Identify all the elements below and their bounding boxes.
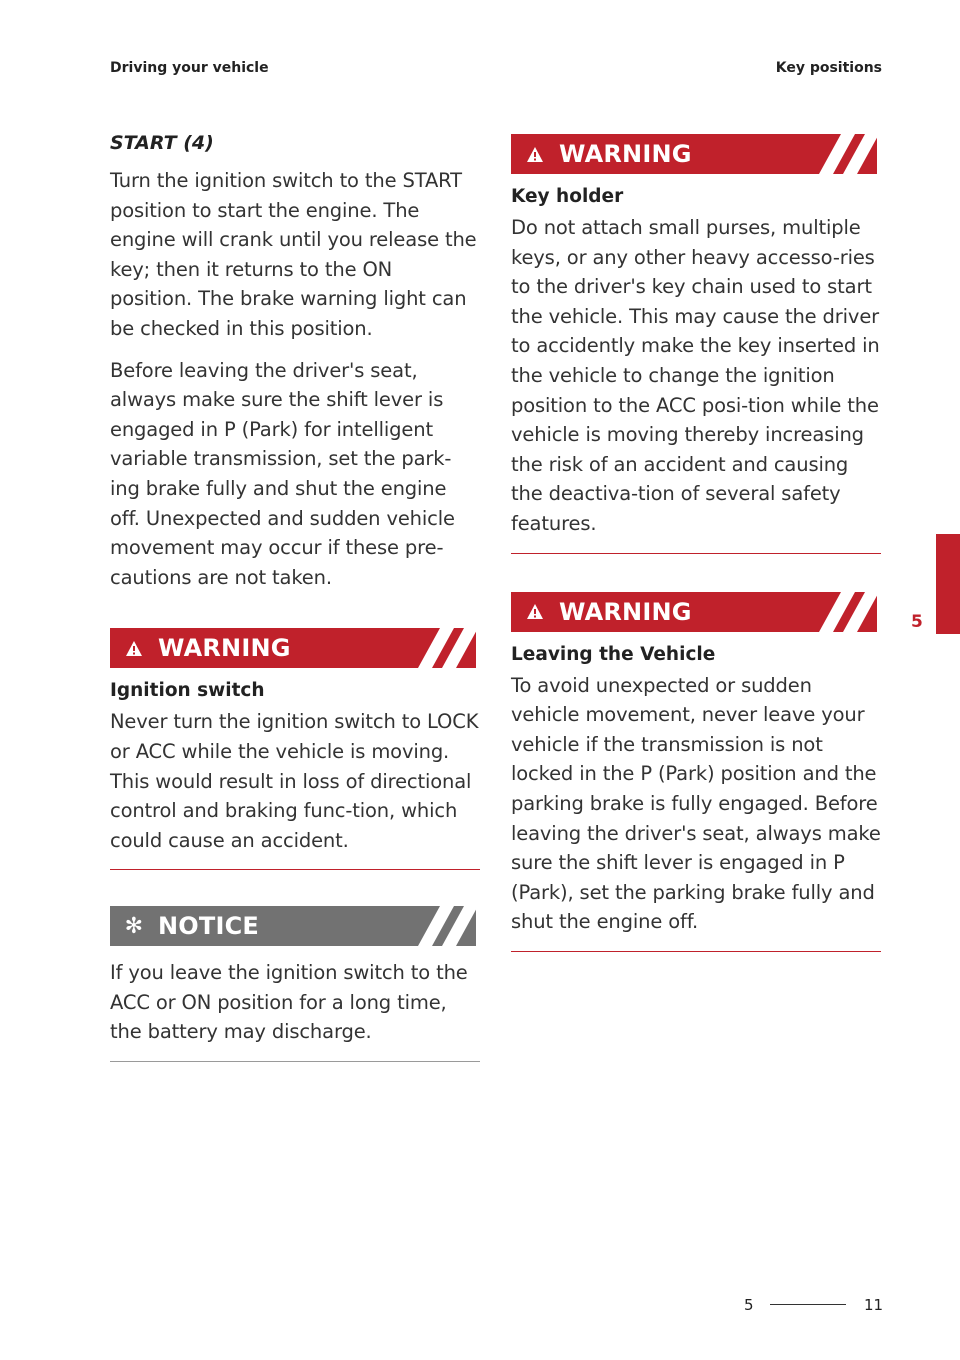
asterisk-icon: ✻	[124, 913, 144, 939]
banner-stripes-icon	[418, 628, 480, 669]
warning-banner: WARNING	[110, 628, 480, 669]
chapter-tab-number: 5	[911, 612, 923, 632]
warning-banner: WARNING	[511, 134, 881, 174]
warning-triangle-icon	[521, 146, 549, 163]
banner-stripes-icon	[819, 134, 881, 174]
warning-label: WARNING	[158, 634, 291, 663]
warning-text: Never turn the ignition switch to LOCK o…	[110, 710, 479, 852]
warning-heading: Leaving the Vehicle	[511, 643, 716, 665]
warning-label: WARNING	[559, 140, 692, 168]
notice-label: NOTICE	[158, 912, 259, 941]
notice-text: If you leave the ignition switch to the …	[110, 961, 468, 1044]
warning-heading: Key holder	[511, 186, 624, 207]
footer-divider	[770, 1304, 846, 1305]
divider	[511, 552, 881, 554]
warning-text: To avoid unexpected or sudden vehicle mo…	[511, 673, 881, 934]
chapter-tab	[936, 534, 960, 634]
header-section-title: Driving your vehicle	[110, 60, 269, 76]
footer-page-number: 11	[864, 1296, 884, 1314]
warning-triangle-icon	[521, 603, 549, 620]
banner-stripes-icon	[418, 906, 480, 947]
warning-triangle-icon	[120, 640, 148, 657]
divider	[110, 1061, 480, 1063]
notice-banner: ✻ NOTICE	[110, 906, 480, 947]
section-title: START (4)	[110, 132, 214, 154]
footer-chapter-number: 5	[744, 1296, 754, 1314]
warning-banner: WARNING	[511, 591, 881, 632]
paragraph-start: Turn the ignition switch to the START po…	[110, 169, 477, 340]
divider	[110, 869, 480, 871]
warning-heading: Ignition switch	[110, 680, 265, 702]
divider	[511, 950, 881, 952]
banner-stripes-icon	[819, 591, 881, 632]
right-column: WARNING Key holder Do not attach small p…	[511, 134, 881, 952]
warning-text: Do not attach small purses, multiple key…	[511, 216, 880, 535]
header-topic-title: Key positions	[775, 60, 882, 76]
paragraph-before-leaving: Before leaving the driver's seat, always…	[110, 358, 455, 589]
left-column: START (4) Turn the ignition switch to th…	[110, 132, 480, 1063]
warning-label: WARNING	[559, 597, 692, 626]
